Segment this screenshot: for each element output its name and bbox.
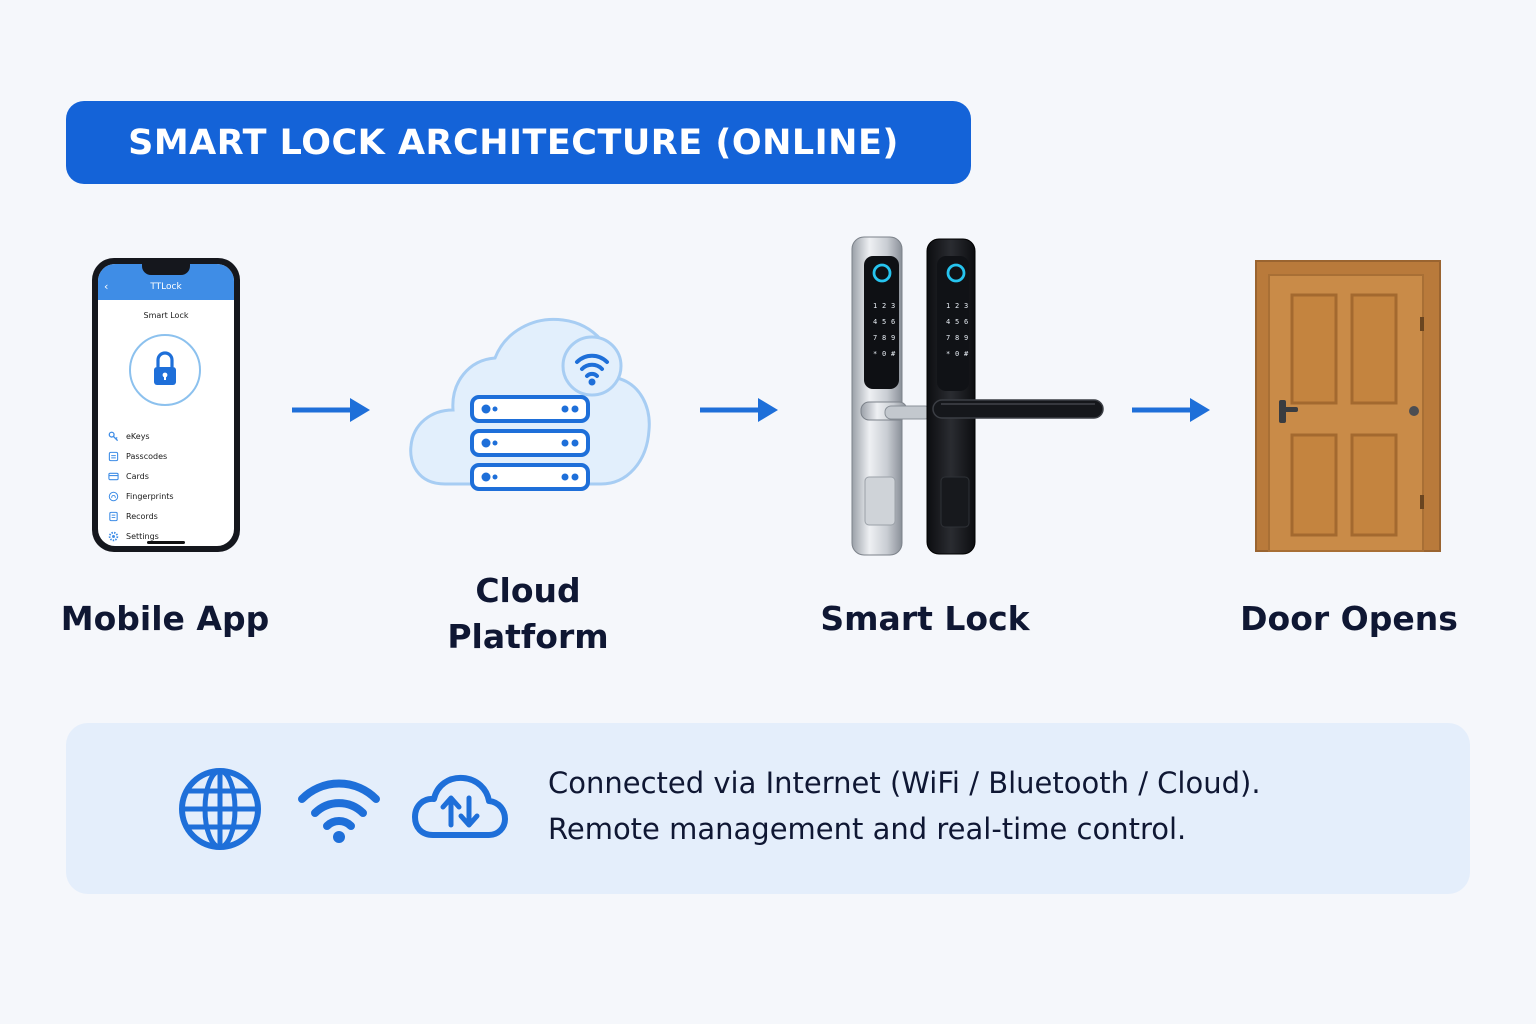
footer-line-2: Remote management and real-time control. (548, 812, 1187, 846)
silver-lock (851, 236, 932, 556)
keypad-key: 8 (955, 334, 959, 342)
keypad-key: 4 (873, 318, 877, 326)
menu-label: Passcodes (126, 451, 168, 461)
menu-item-cards[interactable]: Cards (108, 466, 226, 486)
menu-label: Records (126, 511, 158, 521)
menu-label: eKeys (126, 431, 150, 441)
menu-label: Cards (126, 471, 149, 481)
keypad-key: 4 (946, 318, 950, 326)
menu-label: Fingerprints (126, 491, 174, 501)
fingerprint-icon (108, 491, 119, 501)
keypad-key: 3 (964, 302, 968, 310)
back-chevron-icon[interactable]: ‹ (104, 280, 109, 293)
keypad-key: 1 (873, 302, 877, 310)
keypad-key: 3 (891, 302, 895, 310)
keypad-key: 7 (873, 334, 877, 342)
keypad-key: # (964, 350, 969, 358)
key-icon (108, 431, 119, 441)
stage-label-door-opens: Door Opens (1240, 599, 1458, 638)
keypad-key: 7 (946, 334, 950, 342)
card-icon (108, 472, 119, 480)
lock-button[interactable] (129, 334, 201, 406)
keypad-key: 2 (882, 302, 886, 310)
menu-item-ekeys[interactable]: eKeys (108, 426, 226, 446)
gear-icon (108, 531, 119, 541)
arrow-right-icon (292, 398, 370, 422)
records-icon (109, 511, 118, 521)
keypad-key: * (946, 350, 950, 358)
arrow-right-icon (700, 398, 778, 422)
cloud-transfer-icon (412, 774, 508, 838)
menu-item-passcodes[interactable]: Passcodes (108, 446, 226, 466)
keypad-key: 9 (891, 334, 895, 342)
page-title: SMART LOCK ARCHITECTURE (ONLINE) (128, 122, 899, 163)
keypad-key: # (891, 350, 896, 358)
arrow-right-icon (1132, 398, 1210, 422)
keypad-key: 6 (964, 318, 968, 326)
title-banner: SMART LOCK ARCHITECTURE (ONLINE) (66, 101, 971, 184)
passcode-icon (108, 451, 119, 461)
footer-line-1: Connected via Internet (WiFi / Bluetooth… (548, 766, 1261, 800)
cloud-server-icon (409, 317, 651, 491)
keypad-key: 8 (882, 334, 886, 342)
keypad-key: 9 (964, 334, 968, 342)
keypad-key: 1 (946, 302, 950, 310)
door-panels (1290, 293, 1398, 537)
menu-item-records[interactable]: Records (108, 506, 226, 526)
smartphone-app: ‹ TTLock Smart Lock eKeys Passcodes (92, 258, 240, 552)
keypad-key: 6 (891, 318, 895, 326)
connectivity-panel (66, 723, 1470, 894)
keypad-key: 0 (882, 350, 886, 358)
phone-screen: ‹ TTLock Smart Lock eKeys Passcodes (98, 264, 234, 546)
keypad-key: 0 (955, 350, 959, 358)
stage-label-mobile-app: Mobile App (60, 599, 270, 638)
phone-notch (142, 264, 190, 275)
keypad-key: * (873, 350, 877, 358)
app-title: TTLock (150, 282, 182, 292)
keypad-key: 5 (882, 318, 886, 326)
door-lock-knob (1409, 406, 1419, 416)
stage-label-cloud-platform: Cloud Platform (447, 571, 609, 656)
wifi-icon (575, 353, 609, 386)
black-lock (926, 238, 1104, 555)
door-handle (1279, 400, 1298, 423)
keypad-key: 5 (955, 318, 959, 326)
wifi-icon (298, 779, 380, 843)
stage-label-smart-lock: Smart Lock (820, 599, 1030, 638)
menu-item-settings[interactable]: Settings (108, 526, 226, 546)
keypad-key: 2 (955, 302, 959, 310)
menu-label: Settings (126, 531, 159, 541)
globe-icon (179, 768, 261, 850)
screen-title: Smart Lock (143, 311, 189, 320)
padlock-icon (154, 351, 176, 385)
menu-item-fingerprints[interactable]: Fingerprints (108, 486, 226, 506)
app-menu: eKeys Passcodes Cards Fingerprints Recor… (108, 426, 226, 546)
door-icon (1255, 260, 1441, 552)
server-rack (470, 395, 590, 491)
home-indicator (147, 541, 185, 544)
